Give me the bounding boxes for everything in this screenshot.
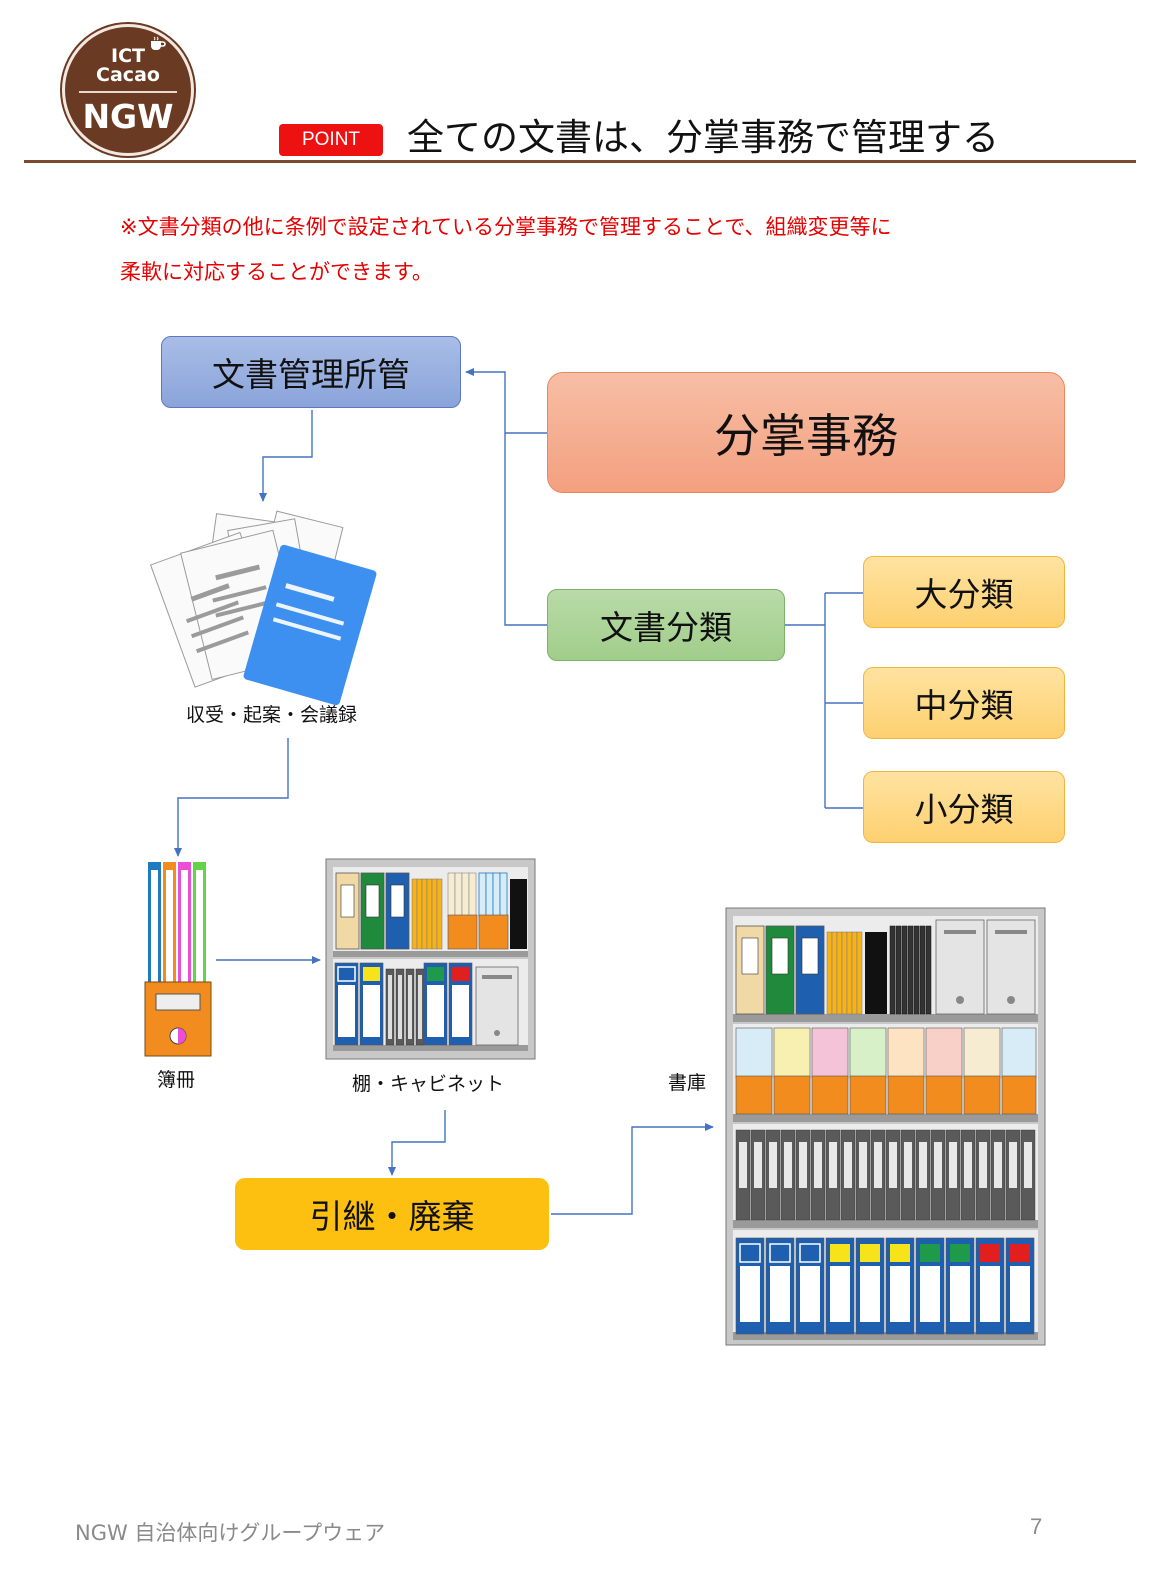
logo-brand: NGW (82, 97, 174, 136)
ledger-illustration (144, 862, 212, 1057)
point-badge: POINT (279, 124, 383, 156)
ngw-logo: ICT Cacao NGW (62, 24, 194, 156)
footer-text: NGW 自治体向けグループウェア (75, 1521, 386, 1545)
page-number: 7 (1030, 1514, 1043, 1539)
duties-box: 分掌事務 (547, 372, 1065, 493)
header-rule (24, 160, 1136, 163)
classification-box: 文書分類 (547, 589, 785, 661)
documents-illustration (149, 510, 377, 706)
cabinet-caption: 棚・キャビネット (352, 1073, 505, 1095)
logo-divider (79, 91, 177, 93)
note-text: ※文書分類の他に条例で設定されている分掌事務で管理することで、組織変更等に 柔軟… (120, 215, 892, 284)
documents-caption: 収受・起案・会議録 (186, 704, 358, 726)
ledger-caption: 簿冊 (157, 1069, 196, 1091)
page-title: 全ての文書は、分掌事務で管理する (407, 116, 999, 159)
coffee-cup-icon (151, 36, 166, 50)
cabinet-illustration (325, 858, 536, 1060)
medium-class-box: 中分類 (863, 667, 1065, 739)
management-box: 文書管理所管 (161, 336, 461, 408)
archive-caption: 書庫 (668, 1072, 707, 1094)
small-class-box: 小分類 (863, 771, 1065, 843)
archive-illustration (725, 907, 1046, 1346)
logo-wordmark: ICT Cacao (96, 45, 160, 86)
transfer-box: 引継・廃棄 (235, 1178, 549, 1250)
large-class-box: 大分類 (863, 556, 1065, 628)
